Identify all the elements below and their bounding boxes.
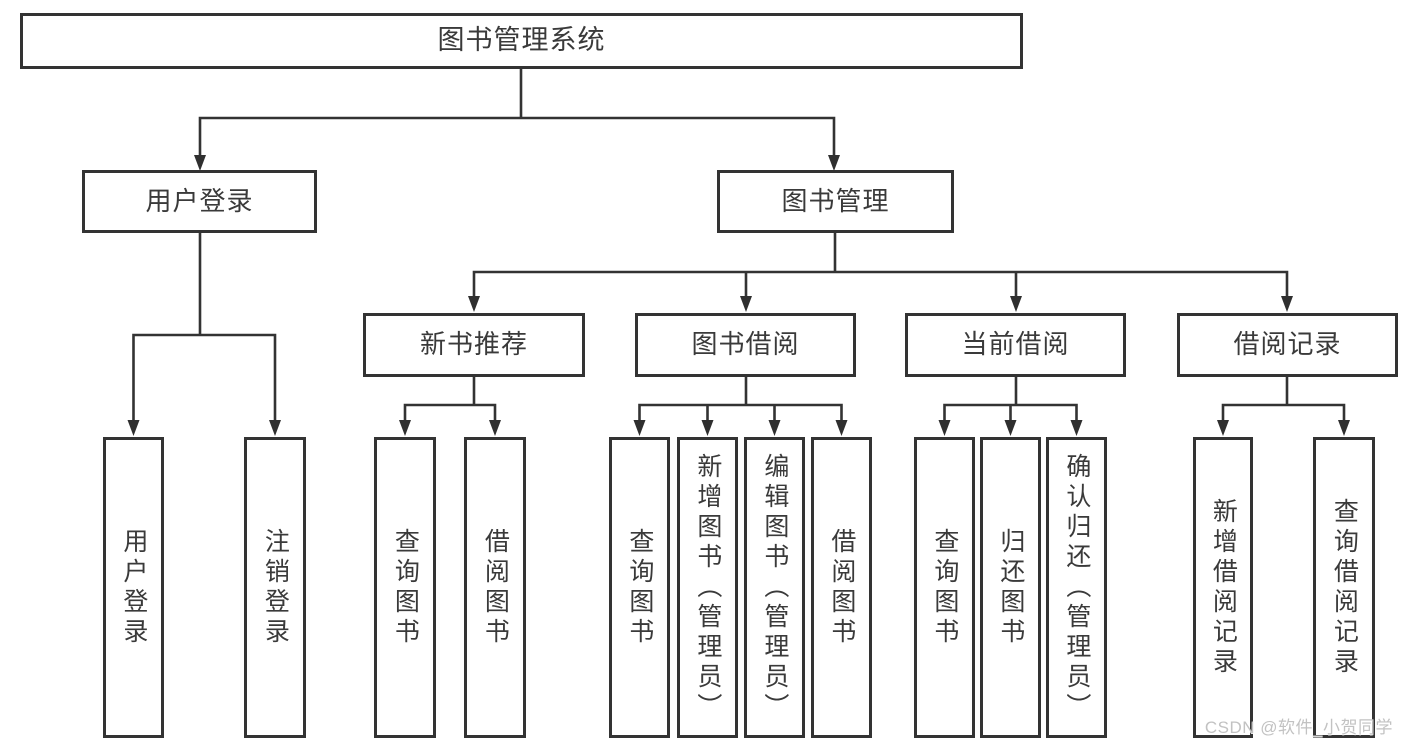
connector-new-book — [403, 377, 497, 421]
connector-book-borrowing — [638, 377, 843, 421]
arrowhead — [740, 296, 752, 312]
leaf-add-borrow-record: 新增借阅记录 — [1193, 437, 1253, 738]
leaf-borrow-books-borrowing: 借阅图书 — [811, 437, 872, 738]
leaf-edit-book-admin: 编辑图书（管理员） — [744, 437, 805, 738]
leaf-query-books-borrowing: 查询图书 — [609, 437, 670, 738]
arrowhead — [127, 420, 140, 436]
node-book-borrowing: 图书借阅 — [635, 313, 856, 377]
connector-user-login — [132, 232, 277, 421]
arrowhead — [269, 420, 281, 436]
node-current-borrowing: 当前借阅 — [905, 313, 1126, 377]
connector-borrow-records — [1221, 377, 1346, 421]
arrowhead — [835, 420, 848, 436]
leaf-query-books-current: 查询图书 — [914, 437, 975, 738]
arrowhead — [938, 420, 951, 436]
leaf-user-login: 用户登录 — [103, 437, 164, 738]
connector-current-borrowing — [943, 377, 1078, 421]
arrowhead — [1004, 420, 1017, 436]
connector-book-management — [472, 232, 1289, 297]
arrowhead — [194, 155, 206, 171]
arrowhead — [489, 420, 501, 436]
watermark: CSDN @软件_小贺同学 — [1204, 718, 1393, 737]
node-borrow-records: 借阅记录 — [1177, 313, 1398, 377]
arrowhead — [468, 296, 480, 312]
arrowhead — [1010, 296, 1022, 312]
arrowhead — [1070, 420, 1083, 436]
arrowhead — [701, 420, 714, 436]
arrowhead — [828, 155, 840, 171]
arrowhead — [768, 420, 781, 436]
leaf-borrow-books-recommend: 借阅图书 — [464, 437, 526, 738]
arrowhead — [1281, 296, 1293, 312]
leaf-query-borrow-record: 查询借阅记录 — [1313, 437, 1375, 738]
leaf-add-book-admin: 新增图书（管理员） — [677, 437, 738, 738]
leaf-return-books: 归还图书 — [980, 437, 1041, 738]
connector-root — [198, 68, 836, 156]
arrowhead — [633, 420, 646, 436]
arrowhead — [1217, 420, 1229, 436]
arrowhead — [399, 420, 411, 436]
arrowhead — [1338, 420, 1350, 436]
node-book-management: 图书管理 — [717, 170, 954, 233]
node-library-management-system: 图书管理系统 — [20, 13, 1023, 69]
node-user-login: 用户登录 — [82, 170, 317, 233]
node-new-book-recommend: 新书推荐 — [363, 313, 585, 377]
leaf-confirm-return-admin: 确认归还（管理员） — [1046, 437, 1107, 738]
leaf-query-books-recommend: 查询图书 — [374, 437, 436, 738]
leaf-logout: 注销登录 — [244, 437, 306, 738]
